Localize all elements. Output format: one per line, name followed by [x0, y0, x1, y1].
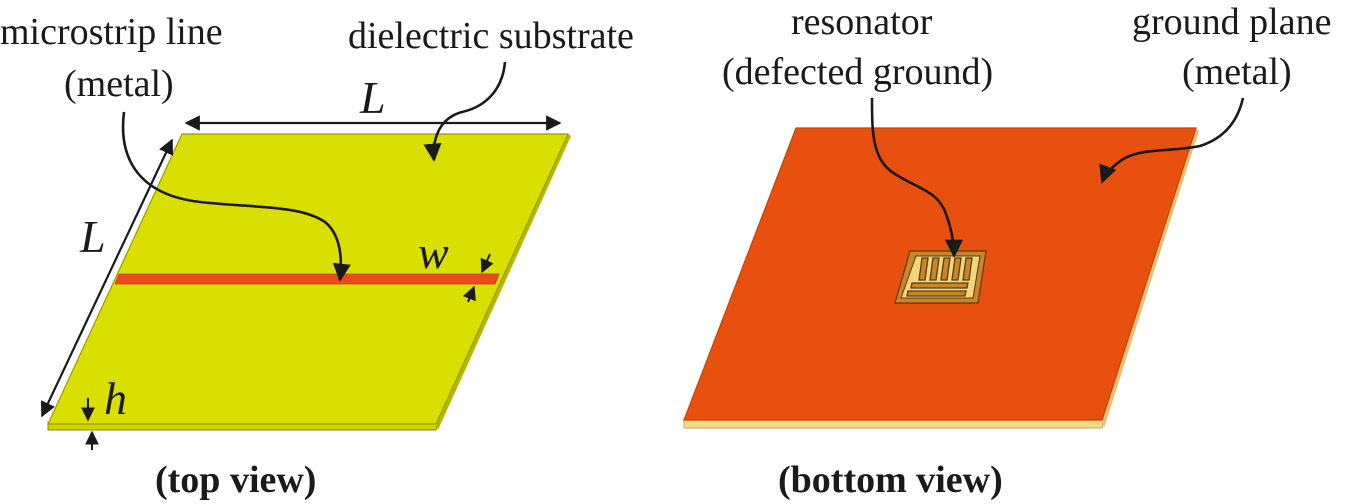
ground-plane-side-edge — [1102, 128, 1199, 428]
microstrip-line-label: microstrip line — [0, 11, 223, 53]
top-view-caption: (top view) — [155, 459, 316, 501]
ground-plane-callout-arrow — [1099, 97, 1245, 184]
substrate-callout-arrow — [423, 61, 507, 162]
microstrip-callout-arrow — [121, 111, 351, 282]
substrate-side-edge — [436, 134, 571, 430]
bottom-view-caption: (bottom view) — [778, 459, 1003, 501]
dimension-label-length-top: L — [359, 72, 386, 123]
width-arrow-top — [480, 253, 494, 274]
dimension-label-width: w — [418, 227, 449, 278]
ground-plane-label: ground plane — [1132, 1, 1331, 43]
bottom-view-panel: resonator (defected ground) ground plane… — [683, 1, 1331, 501]
resonator — [894, 250, 987, 304]
dielectric-substrate-label: dielectric substrate — [348, 15, 634, 57]
resonator-label: resonator — [791, 1, 933, 43]
resonator-callout-arrow — [870, 97, 964, 258]
resonator-defected-ground-label: (defected ground) — [722, 51, 993, 93]
ground-plane-metal-label: (metal) — [1182, 51, 1292, 93]
width-arrow-bottom — [462, 285, 476, 303]
top-view-panel: L L w h microstrip line (metal) dielectr… — [0, 11, 634, 501]
microstrip-metal-label: (metal) — [64, 63, 174, 105]
dimension-label-height: h — [104, 373, 127, 424]
dimension-label-length-side: L — [79, 211, 106, 262]
resonator-fingers — [906, 257, 973, 297]
